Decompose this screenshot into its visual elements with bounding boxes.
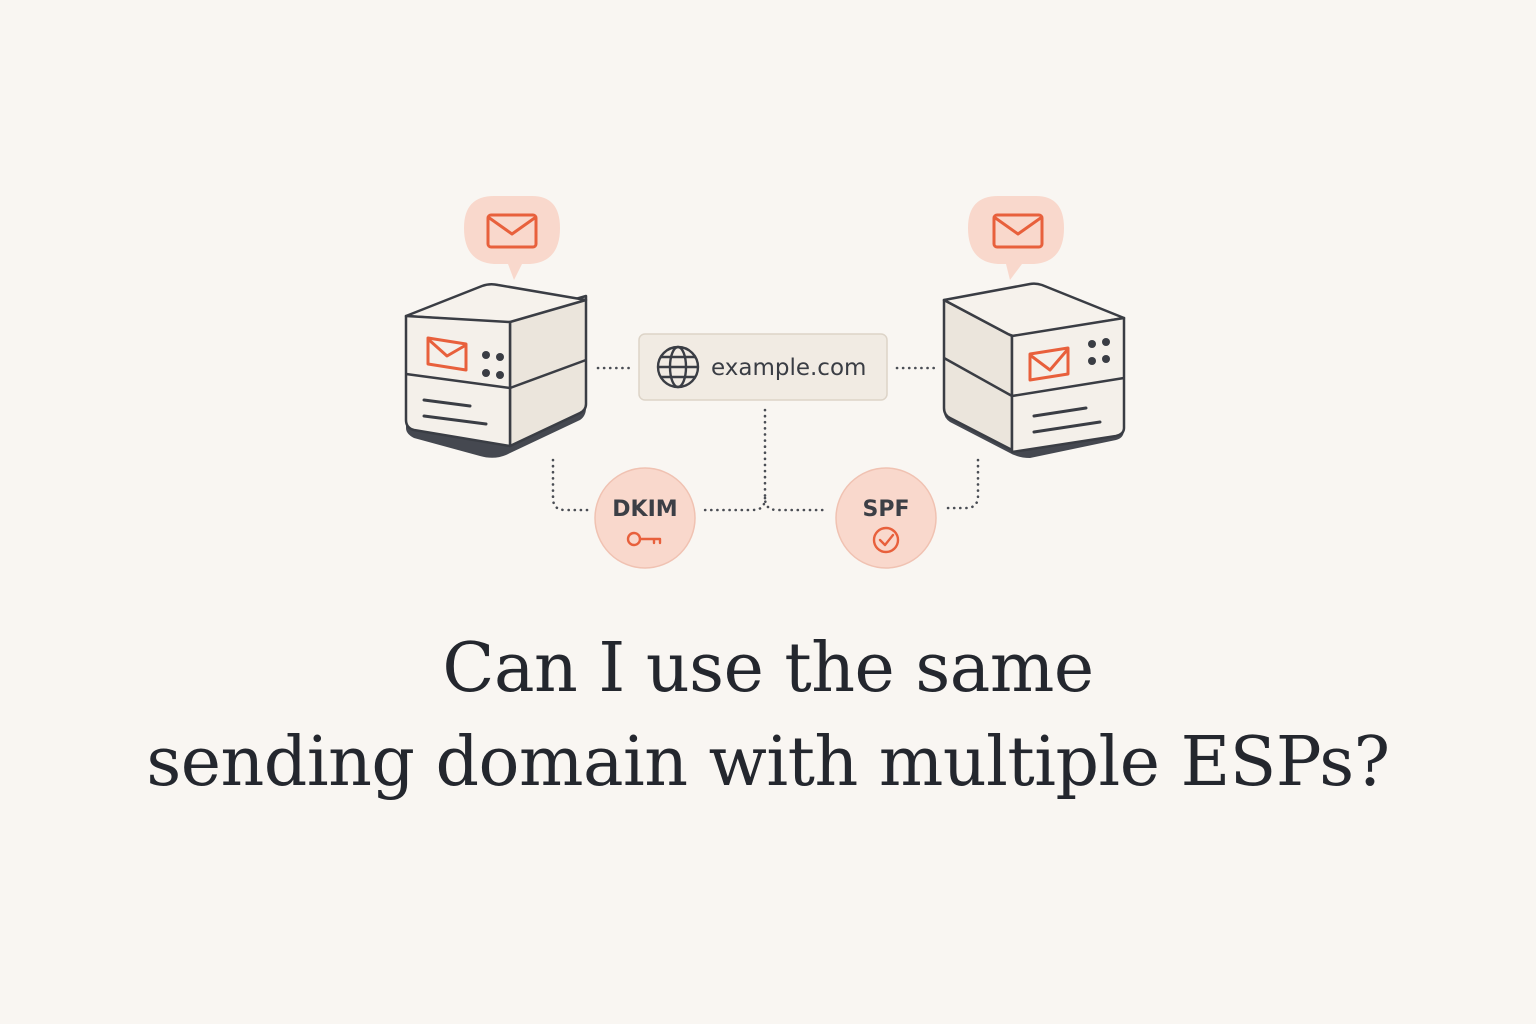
envelope-icon: [1028, 346, 1070, 382]
vent-lines: [1032, 406, 1102, 434]
spf-badge: SPF: [835, 467, 937, 569]
envelope-icon: [992, 213, 1044, 249]
dkim-label: DKIM: [612, 497, 677, 522]
connector-domain-down: [763, 408, 830, 512]
envelope-icon: [486, 213, 538, 249]
domain-label: example.com: [711, 355, 866, 381]
connector-left-server-dkim: [551, 458, 592, 512]
right-server: [942, 196, 1126, 458]
connector-domain-to-dkim: [703, 496, 767, 512]
left-email-bubble: [464, 196, 560, 280]
connectors: [551, 366, 980, 512]
globe-icon: [656, 345, 700, 389]
indicator-dots: [482, 351, 504, 379]
title-line-2: sending domain with multiple ESPs?: [146, 723, 1390, 802]
check-circle-icon: [872, 526, 900, 554]
key-icon: [626, 531, 662, 547]
title-line-1: Can I use the same: [442, 629, 1094, 708]
right-email-bubble: [968, 196, 1064, 280]
connector-right-server-spf: [943, 458, 980, 510]
vent-lines: [422, 398, 488, 426]
domain-box: example.com: [638, 333, 888, 401]
dkim-badge: DKIM: [594, 467, 696, 569]
page-title: Can I use the same sending domain with m…: [0, 622, 1536, 810]
indicator-dots: [1088, 338, 1110, 365]
left-server: [404, 196, 588, 458]
envelope-icon: [426, 336, 468, 372]
spf-label: SPF: [863, 497, 910, 522]
